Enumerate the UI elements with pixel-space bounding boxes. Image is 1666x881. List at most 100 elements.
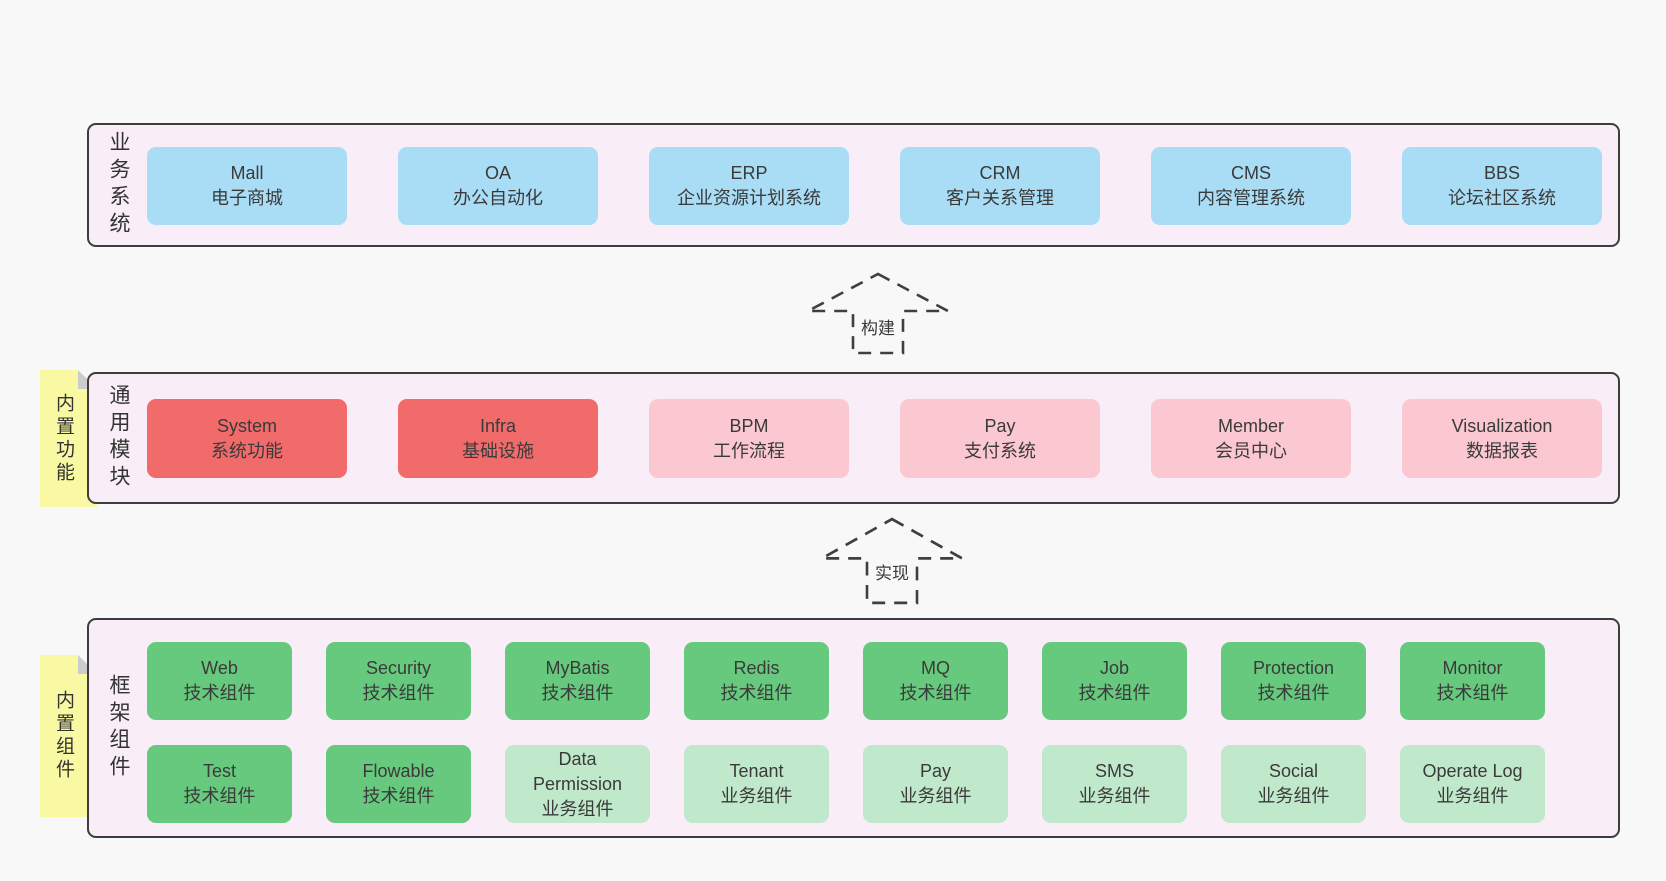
box-operate-log: Operate Log 业务组件 (1400, 745, 1545, 823)
box-subtitle: 电子商城 (211, 188, 283, 208)
panel-common-modules: 通用模块 System 系统功能 Infra 基础设施 BPM 工作流程 Pay… (87, 372, 1620, 504)
arrow-build-label: 构建 (858, 314, 898, 339)
box-subtitle: 数据报表 (1466, 440, 1538, 461)
box-security: Security 技术组件 (326, 642, 471, 720)
box-social: Social 业务组件 (1221, 745, 1366, 823)
box-title: Web (201, 658, 238, 678)
box-title: BPM (729, 415, 769, 436)
arrow-implement-label: 实现 (872, 559, 912, 584)
box-infra: Infra 基础设施 (398, 399, 598, 478)
box-title: SMS (1094, 761, 1134, 781)
box-title: Test (202, 761, 236, 781)
box-subtitle: 业务组件 (720, 786, 793, 806)
box-subtitle: 技术组件 (362, 683, 435, 703)
box-title: System (216, 415, 277, 436)
box-subtitle: 技术组件 (362, 786, 435, 806)
box-subtitle: 技术组件 (183, 683, 256, 703)
box-title: ERP (730, 163, 768, 183)
box-title: CRM (979, 163, 1021, 183)
box-subtitle: 业务组件 (1436, 786, 1509, 806)
box-member: Member 会员中心 (1151, 399, 1351, 478)
box-subtitle: 工作流程 (713, 440, 785, 461)
box-subtitle: 业务组件 (1078, 786, 1151, 806)
box-monitor: Monitor 技术组件 (1400, 642, 1545, 720)
up-arrow-icon (821, 517, 963, 605)
box-subtitle: 技术组件 (1436, 683, 1509, 703)
up-arrow-icon (807, 272, 949, 355)
box-test: Test 技术组件 (147, 745, 292, 823)
box-tenant: Tenant 业务组件 (684, 745, 829, 823)
box-title: OA (484, 163, 511, 183)
box-title: Flowable (362, 761, 435, 781)
box-subtitle: 企业资源计划系统 (677, 188, 821, 208)
box-subtitle: 办公自动化 (453, 188, 543, 208)
box-crm: CRM 客户关系管理 (900, 147, 1100, 225)
box-title: Data Permission (532, 748, 623, 794)
box-title: MQ (921, 658, 950, 678)
box-title: BBS (1483, 163, 1521, 183)
box-redis: Redis 技术组件 (684, 642, 829, 720)
box-subtitle: 技术组件 (1078, 683, 1151, 703)
box-subtitle: 会员中心 (1215, 440, 1287, 461)
box-system: System 系统功能 (147, 399, 347, 478)
box-mq: MQ 技术组件 (863, 642, 1008, 720)
business-systems-row: Mall 电子商城 OA 办公自动化 ERP 企业资源计划系统 CRM 客户关系… (147, 147, 1602, 225)
box-mybatis: MyBatis 技术组件 (505, 642, 650, 720)
box-bpm: BPM 工作流程 (649, 399, 849, 478)
box-erp: ERP 企业资源计划系统 (649, 147, 849, 225)
box-title: Operate Log (1422, 761, 1523, 781)
arrow-implement: 实现 (820, 517, 964, 605)
box-subtitle: 业务组件 (541, 798, 614, 819)
note-label: 内置功能 (53, 392, 74, 485)
arrow-build: 构建 (806, 272, 950, 355)
box-cms: CMS 内容管理系统 (1151, 147, 1351, 225)
box-mall: Mall 电子商城 (147, 147, 347, 225)
box-subtitle: 内容管理系统 (1197, 188, 1305, 208)
box-title: Infra (479, 415, 517, 436)
framework-components-row-2: Test 技术组件 Flowable 技术组件 Data Permission … (147, 745, 1545, 823)
box-title: MyBatis (545, 658, 610, 678)
framework-components-row-1: Web 技术组件 Security 技术组件 MyBatis 技术组件 Redi… (147, 642, 1545, 720)
box-subtitle: 基础设施 (462, 440, 534, 461)
box-title: Pay (984, 415, 1016, 436)
box-title: Redis (733, 658, 780, 678)
panel-framework-components: 框架组件 Web 技术组件 Security 技术组件 MyBatis 技术组件… (87, 618, 1620, 838)
box-oa: OA 办公自动化 (398, 147, 598, 225)
box-subtitle: 系统功能 (211, 440, 283, 461)
box-subtitle: 支付系统 (964, 440, 1036, 461)
box-title: Visualization (1451, 415, 1553, 436)
note-label: 内置组件 (53, 690, 74, 782)
box-web: Web 技术组件 (147, 642, 292, 720)
panel-business-systems: 业务系统 Mall 电子商城 OA 办公自动化 ERP 企业资源计划系统 CRM… (87, 123, 1620, 247)
box-title: Mall (230, 163, 264, 183)
box-subtitle: 业务组件 (1257, 786, 1330, 806)
panel-title-framework-components: 框架组件 (107, 674, 130, 782)
box-job: Job 技术组件 (1042, 642, 1187, 720)
box-title: Pay (919, 761, 952, 781)
box-sms: SMS 业务组件 (1042, 745, 1187, 823)
box-title: Monitor (1442, 658, 1503, 678)
panel-title-common-modules: 通用模块 (107, 384, 130, 492)
box-title: Tenant (729, 761, 784, 781)
box-subtitle: 技术组件 (541, 683, 614, 703)
box-subtitle: 技术组件 (1257, 683, 1330, 703)
box-subtitle: 业务组件 (899, 786, 972, 806)
box-bbs: BBS 论坛社区系统 (1402, 147, 1602, 225)
box-title: CMS (1231, 163, 1271, 183)
box-title: Security (365, 658, 432, 678)
box-protection: Protection 技术组件 (1221, 642, 1366, 720)
box-subtitle: 技术组件 (720, 683, 793, 703)
box-title: Member (1217, 415, 1284, 436)
panel-title-business-systems: 业务系统 (107, 131, 130, 239)
box-title: Protection (1252, 658, 1335, 678)
box-pay-biz: Pay 业务组件 (863, 745, 1008, 823)
box-pay: Pay 支付系统 (900, 399, 1100, 478)
box-data-permission: Data Permission 业务组件 (505, 745, 650, 823)
box-title: Job (1099, 658, 1130, 678)
common-modules-row: System 系统功能 Infra 基础设施 BPM 工作流程 Pay 支付系统… (147, 399, 1602, 478)
box-subtitle: 技术组件 (183, 786, 256, 806)
box-title: Social (1268, 761, 1319, 781)
box-flowable: Flowable 技术组件 (326, 745, 471, 823)
box-visualization: Visualization 数据报表 (1402, 399, 1602, 478)
